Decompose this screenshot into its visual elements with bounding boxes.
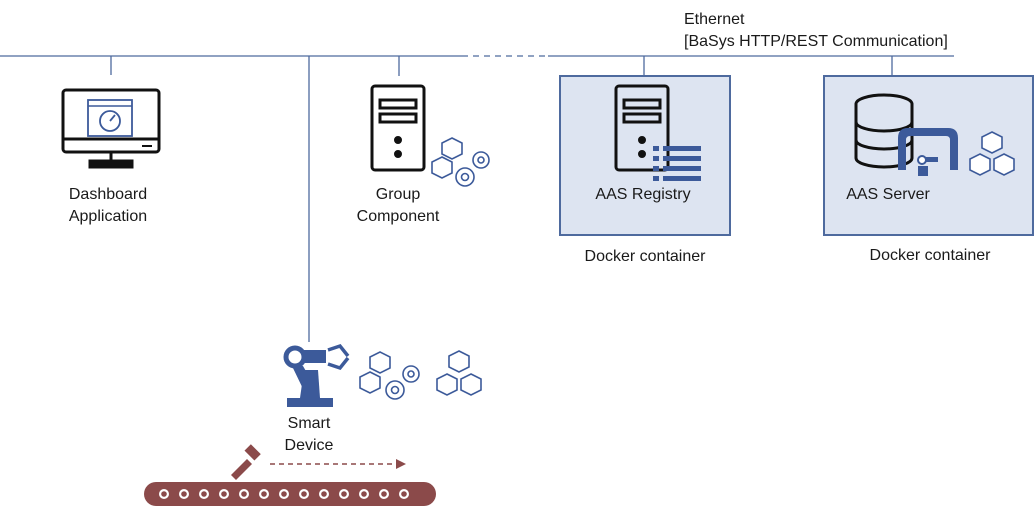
smart-device-line2: Device — [284, 437, 334, 454]
aas-server-label: AAS Server — [846, 186, 930, 203]
registry-docker-label: Docker container — [584, 248, 706, 265]
cubes-icon-server — [969, 131, 1015, 176]
ethernet-label-line1: Ethernet — [684, 11, 745, 28]
registry-server-icon — [614, 84, 670, 172]
ethernet-bus — [0, 55, 954, 342]
cubes-icon-device — [436, 350, 482, 396]
monitor-icon — [61, 88, 161, 169]
group-label-line2: Component — [356, 208, 440, 225]
aas-registry-label: AAS Registry — [595, 186, 691, 203]
robot-arm-icon — [283, 343, 350, 407]
conveyor-belt-icon — [144, 482, 436, 506]
cubes-gears-icon-group — [431, 137, 490, 187]
robot-arch-icon — [898, 128, 958, 176]
smart-device-label: Smart Device — [269, 413, 349, 457]
screw-icon — [231, 444, 261, 480]
cubes-gears-icon-device — [359, 351, 420, 400]
dashboard-label: Dashboard Application — [48, 184, 168, 228]
list-icon — [653, 146, 701, 181]
dashboard-label-line1: Dashboard — [68, 186, 148, 203]
server-docker-label: Docker container — [869, 247, 991, 264]
conveyor-direction-arrow — [270, 459, 406, 469]
group-label-line1: Group — [375, 186, 421, 203]
server-tower-icon-group — [370, 84, 426, 172]
group-component-label: Group Component — [338, 184, 458, 228]
ethernet-label-line2: [BaSys HTTP/REST Communication] — [684, 33, 948, 50]
ethernet-label: Ethernet [BaSys HTTP/REST Communication] — [684, 9, 948, 53]
smart-device-line1: Smart — [287, 415, 331, 432]
dashboard-label-line2: Application — [68, 208, 148, 225]
